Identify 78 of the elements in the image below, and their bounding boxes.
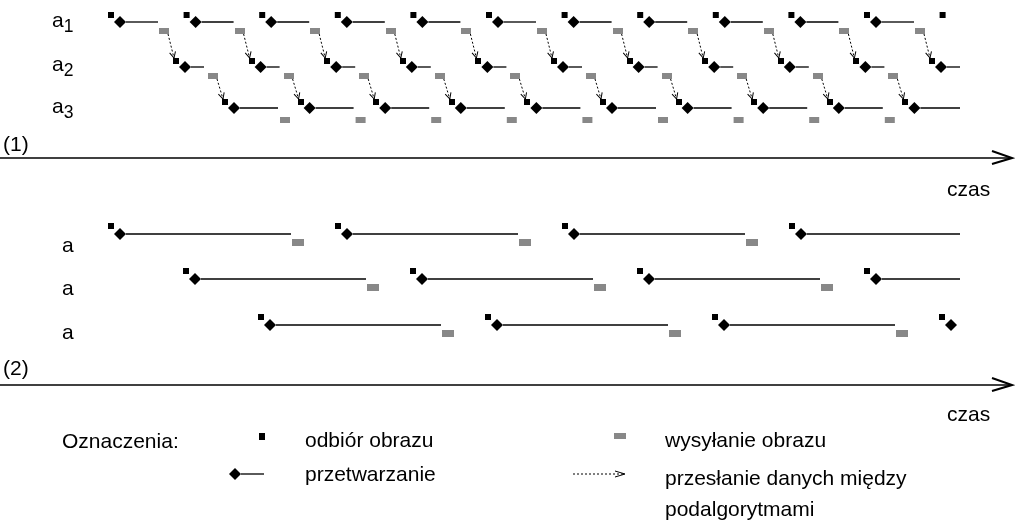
image-send-marker bbox=[385, 28, 396, 34]
image-receive-marker bbox=[173, 58, 179, 64]
image-send-marker bbox=[434, 73, 445, 79]
image-send-marker bbox=[688, 28, 699, 34]
row-label: a bbox=[62, 276, 74, 300]
image-receive-marker bbox=[324, 58, 331, 64]
image-send-marker bbox=[283, 73, 294, 79]
data-transfer-arrow bbox=[745, 78, 754, 100]
image-receive-marker bbox=[551, 58, 557, 64]
panel-number: (2) bbox=[3, 356, 29, 380]
image-receive-marker bbox=[373, 99, 380, 105]
row-label: a bbox=[62, 320, 74, 344]
data-transfer-arrow bbox=[772, 33, 781, 59]
image-receive-marker bbox=[675, 99, 682, 105]
panel-number: (1) bbox=[3, 132, 29, 156]
data-transfer-arrow bbox=[394, 33, 403, 59]
image-receive-marker bbox=[524, 99, 531, 105]
data-transfer-arrow bbox=[594, 78, 603, 100]
data-transfer-arrow bbox=[670, 78, 679, 100]
data-transfer-arrow bbox=[896, 78, 906, 100]
image-receive-marker bbox=[475, 58, 482, 64]
legend-text: przetwarzanie bbox=[305, 462, 436, 486]
image-receive-marker bbox=[448, 99, 455, 105]
data-transfer-arrow bbox=[292, 78, 301, 100]
data-transfer-arrow bbox=[545, 33, 554, 59]
image-send-marker bbox=[586, 73, 596, 79]
data-transfer-arrow bbox=[318, 33, 328, 59]
data-transfer-arrow bbox=[243, 33, 252, 59]
legend-text: odbiór obrazu bbox=[305, 428, 434, 452]
axis-label: czas bbox=[947, 402, 991, 426]
image-receive-marker bbox=[902, 99, 909, 105]
image-receive-marker bbox=[751, 99, 758, 105]
data-transfer-arrow bbox=[367, 78, 376, 100]
image-send-marker bbox=[461, 28, 472, 34]
image-send-marker bbox=[737, 73, 748, 79]
image-send-marker bbox=[208, 73, 218, 79]
image-send-marker bbox=[612, 28, 623, 34]
image-send-marker bbox=[763, 28, 774, 34]
image-receive-marker bbox=[222, 99, 228, 105]
image-send-marker bbox=[661, 73, 672, 79]
data-transfer-arrow bbox=[167, 33, 176, 59]
data-transfer-arrow bbox=[216, 78, 225, 100]
image-receive-marker bbox=[853, 58, 860, 64]
row-label: a$_{1}$ bbox=[52, 8, 74, 39]
image-receive-marker bbox=[702, 58, 709, 64]
image-receive-marker bbox=[600, 99, 606, 105]
image-send-marker bbox=[510, 73, 521, 79]
data-transfer-arrow bbox=[469, 33, 479, 59]
row-label: a$_{3}$ bbox=[52, 94, 74, 125]
row-label: a$_{2}$ bbox=[52, 52, 74, 83]
legend-text: wysyłanie obrazu bbox=[665, 428, 827, 452]
image-receive-marker bbox=[826, 99, 833, 105]
data-transfer-arrow bbox=[518, 78, 528, 100]
row-label: a bbox=[62, 233, 74, 257]
image-send-marker bbox=[310, 28, 321, 34]
image-send-marker bbox=[537, 28, 547, 34]
image-send-marker bbox=[234, 28, 245, 34]
image-send-marker bbox=[812, 73, 823, 79]
data-transfer-arrow bbox=[621, 33, 630, 59]
data-transfer-arrow bbox=[821, 78, 830, 100]
legend-text: przesłanie danych między podalgorytmami bbox=[665, 465, 908, 522]
image-send-marker bbox=[915, 28, 925, 34]
image-send-marker bbox=[159, 28, 169, 34]
image-send-marker bbox=[359, 73, 370, 79]
data-transfer-arrow bbox=[696, 33, 706, 59]
image-receive-marker bbox=[399, 58, 406, 64]
legend-title: Oznaczenia: bbox=[62, 429, 179, 453]
image-receive-marker bbox=[248, 58, 255, 64]
data-transfer-arrow bbox=[443, 78, 452, 100]
axis-label: czas bbox=[947, 177, 991, 201]
image-receive-marker bbox=[777, 58, 784, 64]
image-receive-marker bbox=[297, 99, 304, 105]
data-transfer-arrow bbox=[923, 33, 932, 59]
data-transfer-arrow bbox=[847, 33, 857, 59]
image-receive-marker bbox=[626, 58, 633, 64]
image-send-marker bbox=[839, 28, 850, 34]
image-send-marker bbox=[888, 73, 899, 79]
image-receive-marker bbox=[929, 58, 935, 64]
